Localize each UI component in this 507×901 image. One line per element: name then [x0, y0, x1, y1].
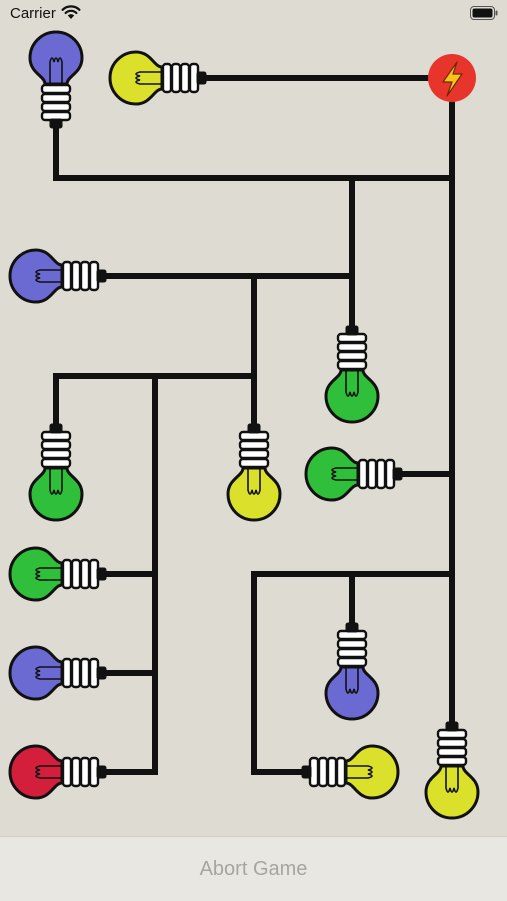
bulb-green-right[interactable]: [304, 446, 403, 502]
bulb-yellow-bottom-center[interactable]: [301, 744, 400, 800]
carrier-label: Carrier: [10, 5, 56, 22]
bulb-green-center[interactable]: [324, 325, 380, 424]
bulb-yellow-center[interactable]: [226, 423, 282, 522]
bulb-blue-left[interactable]: [8, 248, 107, 304]
bulb-blue-lower-left[interactable]: [8, 645, 107, 701]
bulb-green-lower-left[interactable]: [8, 546, 107, 602]
bulb-blue-top[interactable]: [28, 30, 84, 129]
bottom-bar: Abort Game: [0, 836, 507, 901]
wire-network: [53, 75, 455, 775]
bulb-yellow-top[interactable]: [108, 50, 207, 106]
game-board: [8, 30, 480, 820]
status-bar: Carrier: [0, 0, 507, 28]
battery-icon: [470, 6, 498, 20]
lightning-bolt-icon: [442, 61, 463, 97]
bulb-green-left[interactable]: [28, 423, 84, 522]
abort-game-button[interactable]: Abort Game: [199, 858, 308, 880]
power-source[interactable]: [428, 54, 476, 102]
bulb-red-bottom-left[interactable]: [8, 744, 107, 800]
bulb-yellow-bottom-right[interactable]: [424, 721, 480, 820]
wifi-icon: [61, 5, 81, 19]
bulb-blue-lower-right[interactable]: [324, 622, 380, 721]
